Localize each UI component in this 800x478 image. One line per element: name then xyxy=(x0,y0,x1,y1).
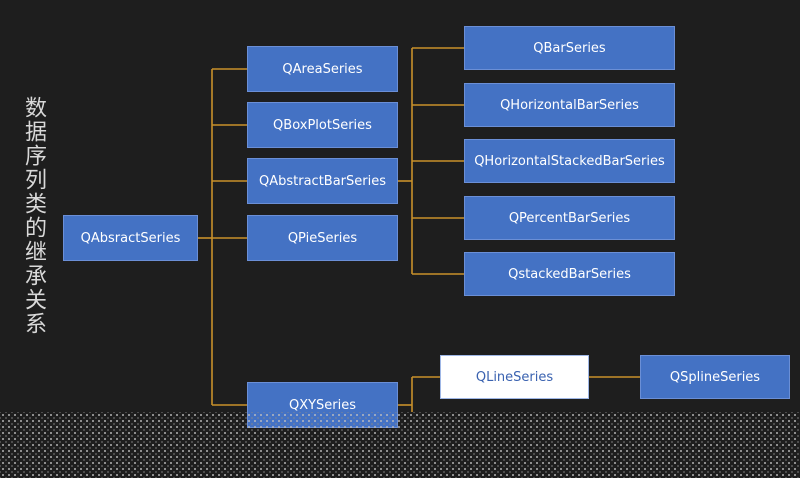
node-qabstractbarseries[interactable]: QAbstractBarSeries xyxy=(247,158,398,204)
node-qhorizontalbarseries[interactable]: QHorizontalBarSeries xyxy=(464,83,675,127)
node-qabsractseries[interactable]: QAbsractSeries xyxy=(63,215,198,261)
halftone-overlay-secondary xyxy=(0,412,800,478)
node-qsplineseries[interactable]: QSplineSeries xyxy=(640,355,790,399)
node-qlineseries[interactable]: QLineSeries xyxy=(440,355,589,399)
node-qhorizontalstackedbarseries[interactable]: QHorizontalStackedBarSeries xyxy=(464,139,675,183)
node-qpieseries[interactable]: QPieSeries xyxy=(247,215,398,261)
node-qstackedbarseries[interactable]: QstackedBarSeries xyxy=(464,252,675,296)
node-qpercentbarseries[interactable]: QPercentBarSeries xyxy=(464,196,675,240)
node-qboxplotseries[interactable]: QBoxPlotSeries xyxy=(247,102,398,148)
node-qareaseries[interactable]: QAreaSeries xyxy=(247,46,398,92)
diagram-title: 数据序列类的继承关系 xyxy=(21,96,46,336)
node-qbarseries[interactable]: QBarSeries xyxy=(464,26,675,70)
